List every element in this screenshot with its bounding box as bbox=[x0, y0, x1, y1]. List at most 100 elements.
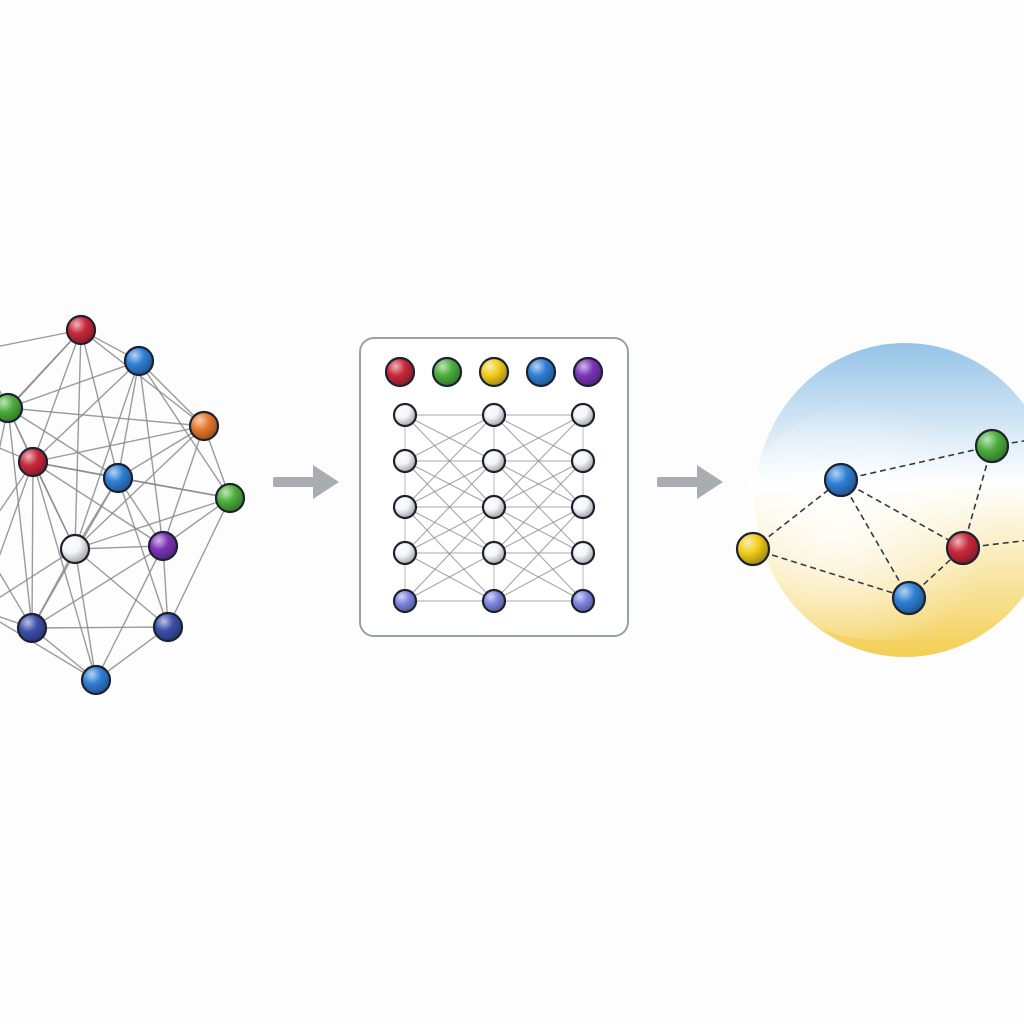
graph-node-navy bbox=[152, 611, 184, 643]
neuron-node bbox=[481, 448, 507, 474]
graph-node-navy bbox=[16, 612, 48, 644]
graph-node-blue bbox=[123, 345, 155, 377]
neuron-node bbox=[570, 402, 596, 428]
graph-edge bbox=[840, 479, 964, 549]
input-graph bbox=[0, 314, 246, 696]
graph-node-white bbox=[59, 533, 91, 565]
network-edge bbox=[493, 414, 584, 462]
graph-node-blue bbox=[102, 462, 134, 494]
neuron-node bbox=[481, 588, 507, 614]
graph-edge bbox=[7, 407, 119, 479]
class-node-purple bbox=[572, 356, 604, 388]
graph-edge bbox=[74, 548, 97, 681]
graph-edge bbox=[0, 329, 82, 347]
graph-edge bbox=[0, 461, 34, 557]
output-node-blue bbox=[823, 462, 859, 498]
output-node-green bbox=[974, 428, 1010, 464]
graph-edge bbox=[74, 497, 231, 550]
graph-edge bbox=[31, 461, 34, 629]
graph-edge bbox=[0, 407, 9, 450]
graph-node-purple bbox=[147, 530, 179, 562]
graph-edge bbox=[74, 329, 82, 550]
neuron-node bbox=[570, 588, 596, 614]
graph-edge bbox=[0, 329, 82, 420]
network-edge bbox=[404, 506, 495, 602]
graph-edge bbox=[31, 626, 169, 629]
network-edge bbox=[404, 414, 495, 462]
network-edge bbox=[404, 460, 495, 508]
neuron-node bbox=[570, 494, 596, 520]
neuron-node bbox=[481, 540, 507, 566]
class-node-blue bbox=[525, 356, 557, 388]
output-node-red bbox=[945, 530, 981, 566]
network-edge bbox=[493, 414, 584, 508]
graph-edge bbox=[138, 360, 205, 427]
class-node-red bbox=[384, 356, 416, 388]
neuron-node bbox=[392, 402, 418, 428]
graph-node-red bbox=[65, 314, 97, 346]
network-edge bbox=[404, 506, 495, 554]
graph-edge bbox=[32, 329, 82, 463]
graph-edge bbox=[7, 407, 33, 629]
graph-edge bbox=[32, 461, 164, 547]
graph-edge bbox=[840, 445, 993, 481]
network-edge bbox=[493, 506, 584, 602]
graph-edge bbox=[752, 479, 842, 550]
graph-edge bbox=[7, 360, 140, 409]
graph-edge bbox=[95, 545, 164, 681]
graph-edge bbox=[7, 407, 205, 427]
neuron-node bbox=[481, 494, 507, 520]
neuron-node bbox=[392, 494, 418, 520]
network-edges bbox=[404, 414, 584, 602]
graph-edge bbox=[840, 479, 910, 599]
network-edge bbox=[493, 506, 584, 554]
neuron-node bbox=[392, 588, 418, 614]
graph-node-red bbox=[17, 446, 49, 478]
graph-node-green bbox=[0, 392, 24, 424]
arrow-head bbox=[697, 465, 723, 499]
graph-edge bbox=[0, 572, 33, 629]
graph-edge bbox=[117, 477, 231, 499]
graph-edge bbox=[117, 477, 169, 628]
arrow-right-icon bbox=[657, 465, 723, 499]
graph-edge bbox=[0, 461, 34, 512]
network-edge bbox=[404, 460, 495, 554]
graph-node-blue bbox=[80, 664, 112, 696]
neuron-node bbox=[392, 540, 418, 566]
neuron-node bbox=[392, 448, 418, 474]
graph-edge bbox=[167, 497, 231, 628]
graph-edge bbox=[962, 445, 993, 549]
graph-edge bbox=[74, 425, 205, 550]
network-block bbox=[359, 337, 629, 637]
graph-edge bbox=[80, 329, 205, 427]
graph-edge bbox=[138, 360, 164, 547]
output-graph bbox=[735, 343, 1024, 657]
network-edge bbox=[404, 552, 495, 602]
graph-edge bbox=[752, 548, 910, 599]
graph-edge bbox=[74, 548, 169, 628]
class-node-yellow bbox=[478, 356, 510, 388]
arrow-head bbox=[313, 465, 339, 499]
graph-node-green bbox=[214, 482, 246, 514]
network-edge bbox=[404, 414, 495, 508]
graph-edge bbox=[162, 425, 205, 547]
graph-edge bbox=[0, 621, 97, 681]
arrow-shaft bbox=[657, 477, 703, 487]
output-node-blue bbox=[891, 580, 927, 616]
network-edge bbox=[493, 552, 584, 602]
neuron-node bbox=[570, 540, 596, 566]
graph-edge bbox=[0, 548, 76, 598]
neuron-node bbox=[570, 448, 596, 474]
arrow-right-icon bbox=[273, 465, 339, 499]
network-edge bbox=[493, 460, 584, 508]
class-node-green bbox=[431, 356, 463, 388]
embedding-highlight bbox=[740, 400, 1020, 640]
arrow-shaft bbox=[273, 477, 319, 487]
graph-edge bbox=[31, 545, 164, 629]
graph-edge bbox=[117, 425, 205, 479]
graph-edge bbox=[32, 425, 205, 463]
graph-edge bbox=[74, 360, 140, 550]
output-node-yellow bbox=[735, 531, 771, 567]
